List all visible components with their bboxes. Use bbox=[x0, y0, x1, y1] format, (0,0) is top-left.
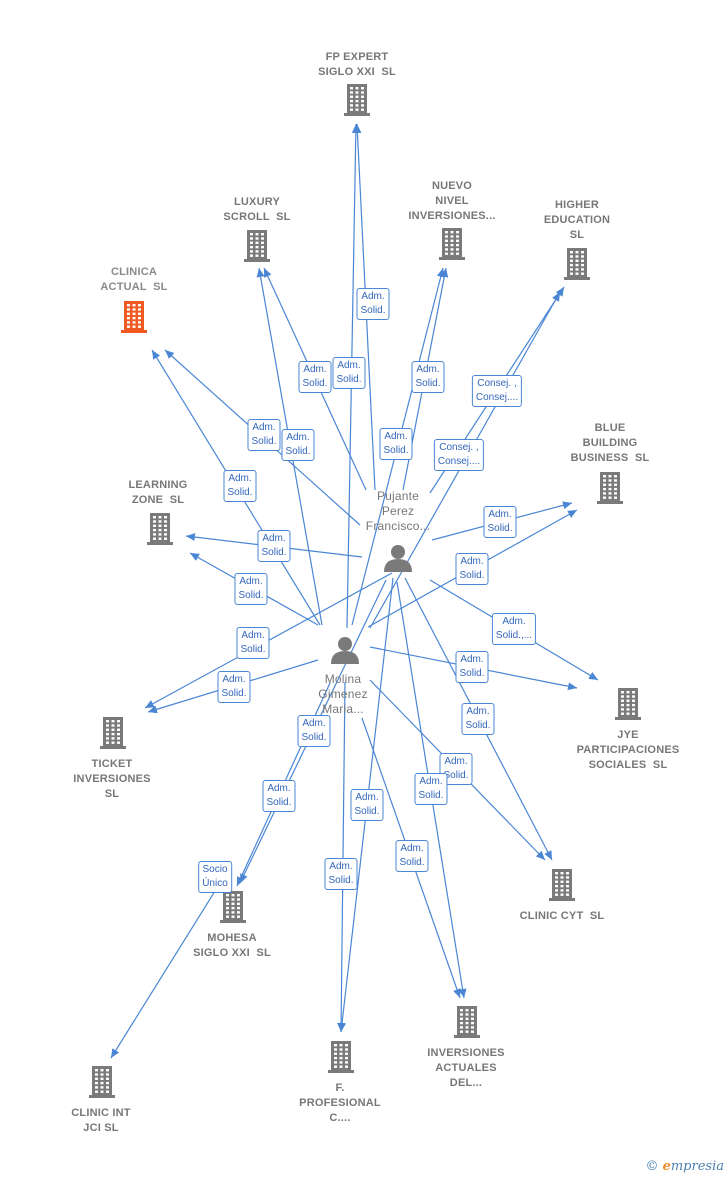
edge-label-molina-jye: Adm. Solid. bbox=[455, 651, 489, 683]
building-icon[interactable] bbox=[615, 688, 641, 720]
company-label-clinica[interactable]: CLINICA ACTUAL SL bbox=[100, 266, 168, 293]
building-icon[interactable] bbox=[121, 301, 147, 333]
edge-label-pujante-clinic_cyt: Adm. Solid. bbox=[461, 703, 495, 735]
edge-label-molina-ticket: Adm. Solid. bbox=[217, 671, 251, 703]
edge-label-pujante-fp_expert: Adm. Solid. bbox=[356, 288, 390, 320]
edge-label-molina-nuevo: Adm. Solid. bbox=[379, 428, 413, 460]
company-label-higher[interactable]: HIGHER EDUCATION SL bbox=[543, 199, 611, 241]
edge-molina-f_profesional bbox=[337, 681, 346, 1033]
building-icon[interactable] bbox=[454, 1006, 480, 1038]
building-icon[interactable] bbox=[244, 230, 270, 262]
person-icon[interactable] bbox=[331, 637, 359, 664]
edge-label-pujante-ticket: Adm. Solid. bbox=[236, 627, 270, 659]
company-label-f_profesional[interactable]: F. PROFESIONAL C.... bbox=[299, 1082, 381, 1124]
person-icon[interactable] bbox=[384, 545, 412, 572]
edge-label-molina-mohesa: Adm. Solid. bbox=[262, 780, 296, 812]
building-icon[interactable] bbox=[147, 513, 173, 545]
edge-label-pujante-f_profesional: Adm. Solid. bbox=[350, 789, 384, 821]
edge-label-molina-inv_actuales: Adm. Solid. bbox=[395, 840, 429, 872]
company-label-learning[interactable]: LEARNING ZONE SL bbox=[128, 479, 188, 506]
brand-name: mpresia bbox=[670, 1159, 724, 1174]
company-label-mohesa[interactable]: MOHESA SIGLO XXI SL bbox=[193, 932, 271, 959]
company-label-ticket[interactable]: TICKET INVERSIONES SL bbox=[73, 758, 151, 800]
edge-label-molina-learning: Adm. Solid. bbox=[234, 573, 268, 605]
edge-label-molina-luxury: Adm. Solid. bbox=[281, 429, 315, 461]
edge-label-pujante-blue: Adm. Solid. bbox=[483, 506, 517, 538]
edge-label-molina-blue: Adm. Solid. bbox=[455, 553, 489, 585]
edge-label-mohesa-clinic_int: Socio Único bbox=[198, 861, 232, 893]
edge-label-pujante-luxury: Adm. Solid. bbox=[298, 361, 332, 393]
edge-label-molina-clinica: Adm. Solid. bbox=[223, 470, 257, 502]
edge-label-pujante-clinica: Adm. Solid. bbox=[247, 419, 281, 451]
building-icon[interactable] bbox=[564, 248, 590, 280]
building-icon[interactable] bbox=[89, 1066, 115, 1098]
company-label-jye[interactable]: JYE PARTICIPACIONES SOCIALES SL bbox=[576, 729, 680, 771]
edge-label-pujante-higher: Consej. , Consej.... bbox=[471, 375, 523, 407]
edge-label-molina-higher: Consej. , Consej.... bbox=[433, 439, 485, 471]
edge-label-pujante-jye: Adm. Solid.,... bbox=[491, 613, 537, 645]
building-icon[interactable] bbox=[439, 228, 465, 260]
edge-mohesa-clinic_int bbox=[110, 874, 226, 1059]
person-label-pujante[interactable]: Pujante Perez Francisco... bbox=[365, 489, 431, 533]
building-icon[interactable] bbox=[549, 869, 575, 901]
building-icon[interactable] bbox=[344, 84, 370, 116]
edge-label-pujante-nuevo: Adm. Solid. bbox=[411, 361, 445, 393]
edge-label-molina-fp_expert: Adm. Solid. bbox=[332, 357, 366, 389]
edge-label-pujante-mohesa: Adm. Solid. bbox=[297, 715, 331, 747]
building-icon[interactable] bbox=[100, 717, 126, 749]
building-icon[interactable] bbox=[220, 891, 246, 923]
company-label-fp_expert[interactable]: FP EXPERT SIGLO XXI SL bbox=[318, 51, 396, 78]
brand-initial: e bbox=[662, 1159, 671, 1174]
company-label-nuevo[interactable]: NUEVO NIVEL INVERSIONES... bbox=[408, 180, 496, 222]
person-label-molina[interactable]: Molina Gimenez Maria... bbox=[318, 672, 368, 716]
edge-label-pujante-inv_actuales: Adm. Solid. bbox=[414, 773, 448, 805]
edge-label-pujante-learning: Adm. Solid. bbox=[257, 530, 291, 562]
company-label-luxury[interactable]: LUXURY SCROLL SL bbox=[223, 196, 291, 223]
building-icon[interactable] bbox=[597, 472, 623, 504]
company-label-blue[interactable]: BLUE BUILDING BUSINESS SL bbox=[570, 422, 650, 464]
brand-logo[interactable]: © empresia bbox=[645, 1159, 724, 1174]
company-label-clinic_cyt[interactable]: CLINIC CYT SL bbox=[519, 910, 605, 922]
building-icon[interactable] bbox=[328, 1041, 354, 1073]
copyright-symbol: © bbox=[645, 1159, 659, 1174]
company-label-inv_actuales[interactable]: INVERSIONES ACTUALES DEL... bbox=[427, 1047, 505, 1089]
company-label-clinic_int[interactable]: CLINIC INT JCI SL bbox=[71, 1107, 131, 1134]
edge-label-molina-f_profesional: Adm. Solid. bbox=[324, 858, 358, 890]
